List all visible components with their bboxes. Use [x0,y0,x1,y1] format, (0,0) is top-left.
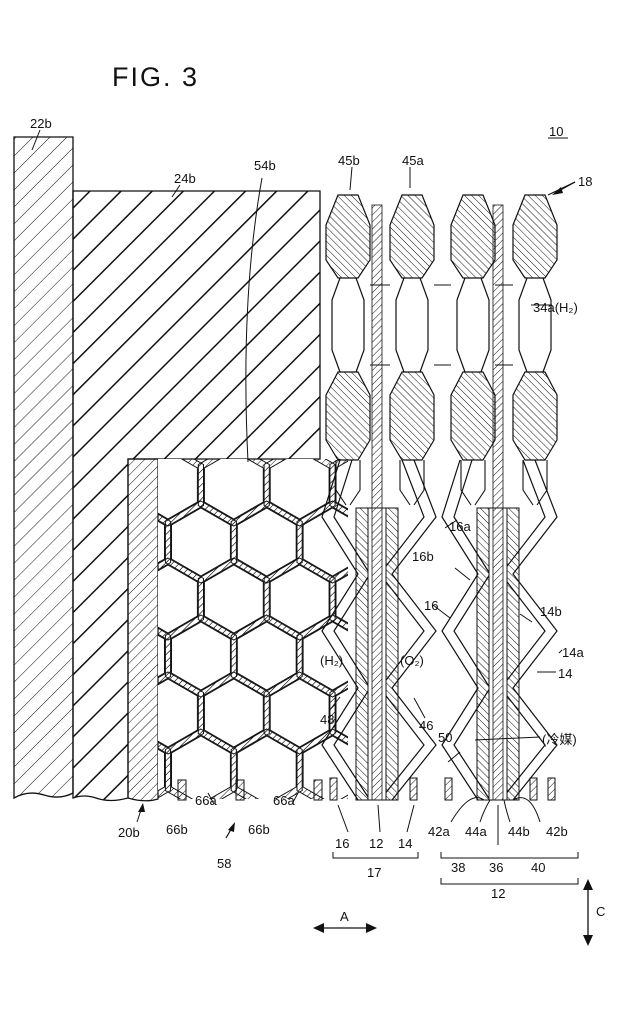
label-66b-1: 66b [166,822,188,837]
seal-region-18 [326,195,557,505]
terminal-plate-20b [128,459,158,801]
label-16-bottom: 16 [335,836,349,851]
label-14a: 14a [562,645,584,660]
label-54b: 54b [254,158,276,173]
label-20b: 20b [118,825,140,840]
label-40: 40 [531,860,545,875]
direction-arrow-a [313,923,377,933]
arrow-20b [137,803,145,822]
label-44a: 44a [465,824,487,839]
label-18: 18 [578,174,592,189]
label-66a-1: 66a [195,793,217,808]
label-22b: 22b [30,116,52,131]
mea-17 [356,508,398,800]
label-14-bottom: 14 [398,836,412,851]
label-50: 50 [438,730,452,745]
label-17: 17 [367,865,381,880]
label-16a: 16a [449,519,471,534]
label-66a-2: 66a [273,793,295,808]
arrow-58 [226,822,235,838]
label-14b: 14b [540,604,562,619]
label-66b-2: 66b [248,822,270,837]
label-16b: 16b [412,549,434,564]
label-48: 48 [320,712,334,727]
label-coolant: (冷媒) [542,732,577,747]
figure-title: FIG. 3 [112,62,199,92]
label-o2: (O₂) [400,653,424,668]
label-42a: 42a [428,824,450,839]
label-45a: 45a [402,153,424,168]
label-14: 14 [558,666,572,681]
label-12-bracket: 12 [491,886,505,901]
label-58: 58 [217,856,231,871]
label-46: 46 [419,718,433,733]
direction-arrow-c [583,879,593,946]
label-arrow-c: C [596,904,605,919]
arrow-18 [552,182,575,195]
label-10: 10 [549,124,563,139]
label-44b: 44b [508,824,530,839]
end-plate-22b [14,137,73,798]
label-12-bottom: 12 [369,836,383,851]
label-38: 38 [451,860,465,875]
label-16: 16 [424,598,438,613]
label-24b: 24b [174,171,196,186]
label-36: 36 [489,860,503,875]
label-arrow-a: A [340,909,349,924]
label-h2: (H₂) [320,653,343,668]
label-34a: 34a(H₂) [533,300,578,315]
mea-12 [477,508,519,800]
label-45b: 45b [338,153,360,168]
label-42b: 42b [546,824,568,839]
